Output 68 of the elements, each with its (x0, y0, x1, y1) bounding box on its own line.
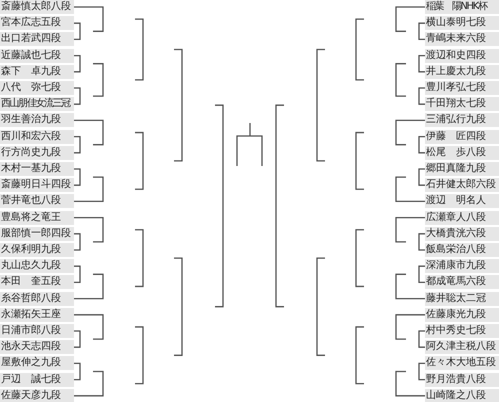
player-name: 渡辺 明名人 (425, 194, 499, 208)
player-name: 三浦弘行九段 (425, 113, 499, 128)
bracket-line (74, 54, 81, 72)
bracket-line (418, 168, 425, 186)
player-name: 佐藤康光九段 (425, 308, 499, 322)
player-name: 佐藤天彦九段 (0, 388, 74, 402)
player-name: 村中秀史七段 (425, 324, 499, 338)
bracket-line (74, 233, 81, 251)
player-name: 千田翔太七段 (425, 97, 499, 112)
player-name: 郷田真隆九段 (425, 162, 499, 176)
bracket-line (74, 136, 81, 154)
player-name: 松尾 歩八段 (425, 146, 499, 160)
bracket-line (418, 266, 425, 284)
player-name: 井上慶太九段 (425, 64, 499, 79)
bracket-line (74, 168, 81, 186)
player-name: 青嶋未来六段 (425, 32, 499, 46)
player-name: 屋敷伸之九段 (0, 356, 74, 370)
player-name: 豊島将之竜王 (0, 210, 74, 225)
bracket-line (418, 233, 425, 251)
player-name: 行方尚史九段 (0, 146, 74, 160)
player-name: 渡辺和史四段 (425, 48, 499, 63)
player-name: 戸辺 誠七段 (0, 372, 74, 387)
player-name: 阿久津主税八段 (425, 340, 499, 354)
player-name: 飯島栄治八段 (425, 243, 499, 257)
player-name: 宮本広志五段 (0, 16, 74, 30)
bracket-line (74, 87, 81, 105)
player-name: 糸谷哲郎八段 (0, 292, 74, 306)
player-name: 木村一基九段 (0, 162, 74, 176)
player-name: 山崎隆之八段 (425, 388, 499, 402)
player-name: 斎藤慎太郎八段 (0, 0, 74, 14)
bracket-line (74, 330, 81, 348)
bracket-line (74, 362, 81, 380)
player-name: 久保利明九段 (0, 243, 74, 257)
player-name: 池永天志四段 (0, 340, 74, 354)
bracket-line (418, 22, 425, 40)
bracket-line (418, 136, 425, 154)
bracket-line (74, 22, 81, 40)
player-name: 服部慎一郎四段 (0, 226, 74, 241)
player-name: 横山泰明七段 (425, 16, 499, 30)
player-name: 豊川孝弘七段 (425, 81, 499, 95)
player-name: 日浦市郎八段 (0, 324, 74, 338)
player-name: 深浦康市九段 (425, 259, 499, 274)
player-name: 本田 奎五段 (0, 275, 74, 290)
bracket-line (74, 266, 81, 284)
bracket-line (418, 362, 425, 380)
player-name: 出口若武四段 (0, 32, 74, 46)
player-name: 藤井聡太二冠 (425, 292, 499, 306)
bracket-line (418, 330, 425, 348)
player-name: 八代 弥七段 (0, 81, 74, 95)
player-name: 広瀬章人八段 (425, 210, 499, 225)
player-name: 西川和宏六段 (0, 130, 74, 144)
player-name: 伊藤 匠四段 (425, 130, 499, 144)
player-name: 丸山忠久九段 (0, 259, 74, 274)
player-name: 羽生善治九段 (0, 113, 74, 128)
bracket-line (418, 87, 425, 105)
player-name: 大橋貴洸六段 (425, 226, 499, 241)
player-name: 近藤誠也七段 (0, 48, 74, 63)
player-name: 佐々木大地五段 (425, 356, 499, 370)
player-name: 稲葉 陽NHK杯 (425, 0, 499, 14)
player-name: 石井健太郎六段 (425, 178, 499, 192)
bracket-line (418, 54, 425, 72)
player-name: 野月浩貴八段 (425, 372, 499, 387)
player-name: 菅井竜也八段 (0, 194, 74, 208)
player-name: 永瀬拓矢王座 (0, 308, 74, 322)
player-name: 斎藤明日斗四段 (0, 178, 74, 192)
player-name: 森下 卓九段 (0, 64, 74, 79)
player-name: 都成竜馬六段 (425, 275, 499, 290)
player-name: 西山朋佳女流三冠 (0, 97, 74, 112)
